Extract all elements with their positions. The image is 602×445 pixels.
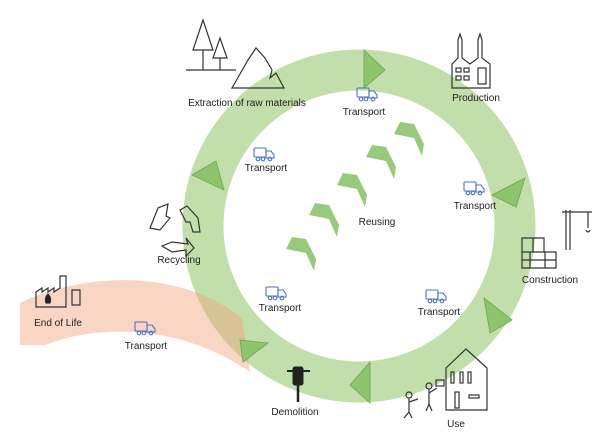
mountain-icon xyxy=(230,47,285,89)
arrow-to-production xyxy=(363,49,386,89)
house-icon xyxy=(445,348,488,411)
transport-label: Transport xyxy=(245,163,288,174)
bricks-icon xyxy=(521,237,557,269)
stage-label-reusing: Reusing xyxy=(359,217,396,228)
truck-icon xyxy=(463,181,485,196)
recycle-icon xyxy=(149,203,201,258)
arrow-to-use xyxy=(483,297,513,334)
arrow-to-recycling xyxy=(239,339,270,363)
chevron-icon xyxy=(337,173,367,207)
arrow-to-demolition xyxy=(349,360,371,404)
transport-label: Transport xyxy=(259,303,302,314)
chevron-icon xyxy=(309,203,339,237)
arrow-to-construction xyxy=(491,177,526,208)
ring-arrows xyxy=(191,49,526,404)
transport-label: Transport xyxy=(125,341,168,352)
reusing-chevrons xyxy=(286,122,424,271)
truck-icon xyxy=(265,286,287,301)
transport-label: Transport xyxy=(418,307,461,318)
stage-label-end-of-life: End of Life xyxy=(34,318,82,329)
transport-label: Transport xyxy=(454,201,497,212)
stage-label-production: Production xyxy=(452,93,500,104)
stage-label-extraction: Extraction of raw materials xyxy=(188,98,306,109)
truck-icon xyxy=(253,147,275,162)
stage-label-demolition: Demolition xyxy=(271,407,318,418)
stage-label-recycling: Recycling xyxy=(157,255,200,266)
trees-icon xyxy=(186,18,236,71)
stage-label-use: Use xyxy=(447,419,465,430)
chevron-icon xyxy=(394,122,424,156)
transport-label: Transport xyxy=(343,107,386,118)
incinerator-icon xyxy=(35,275,81,308)
crane-icon xyxy=(562,210,592,250)
chevron-icon xyxy=(286,237,316,271)
arrow-to-extraction xyxy=(191,160,225,191)
stage-label-construction: Construction xyxy=(522,275,578,286)
truck-icon xyxy=(425,289,447,304)
people-icon xyxy=(403,379,445,419)
factory-icon xyxy=(451,32,491,89)
chevron-icon xyxy=(366,145,396,179)
jackhammer-icon xyxy=(287,366,310,402)
